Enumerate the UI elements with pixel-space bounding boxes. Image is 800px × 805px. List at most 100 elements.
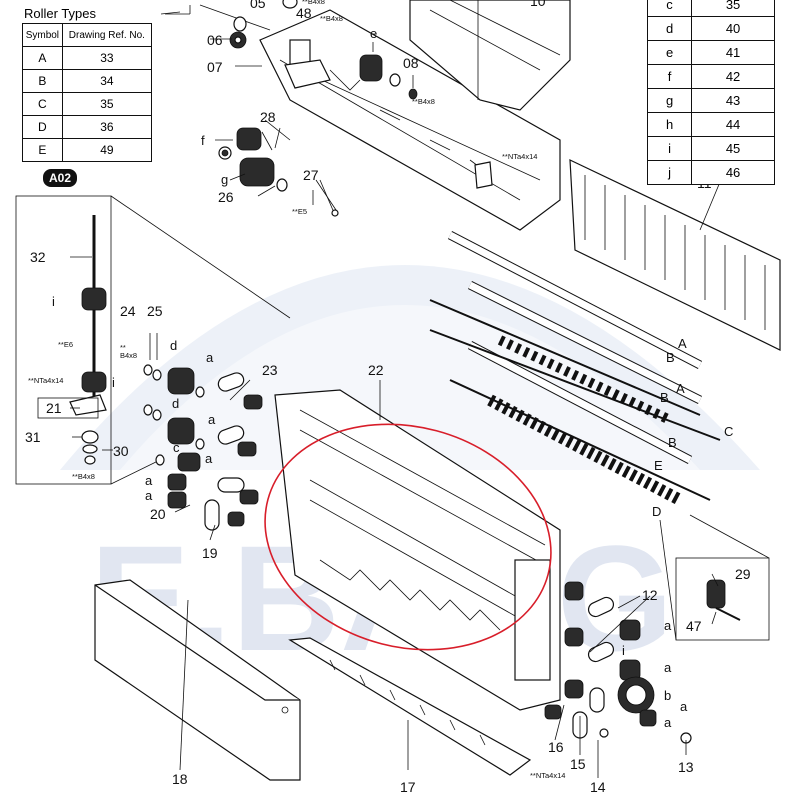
note-nta-top: **NTa4x14 — [502, 152, 537, 161]
cell: C — [22, 92, 63, 116]
roller-A-1: A — [678, 336, 687, 351]
cell: 34 — [61, 69, 153, 93]
label-21: 21 — [46, 400, 62, 416]
letter-g: g — [221, 172, 228, 187]
leader-lines — [70, 0, 721, 778]
roller-table-title: Roller Types — [24, 6, 97, 21]
upper-frame-assembly — [259, 9, 561, 231]
roller-C: C — [724, 424, 733, 439]
letter-b: b — [664, 688, 671, 703]
label-29: 29 — [735, 566, 751, 582]
lower-guide-17 — [288, 637, 532, 776]
letter-a-r3: a — [680, 699, 688, 714]
roller-B-1: B — [666, 350, 675, 365]
note-b4x8-inset: **B4x8 — [72, 472, 95, 481]
note-e5: **E5 — [292, 207, 307, 216]
cell: c — [646, 0, 693, 17]
letter-a-4: a — [145, 473, 153, 488]
upper-guide-10 — [409, 0, 571, 111]
label-32: 32 — [30, 249, 46, 265]
cell: h — [646, 112, 693, 137]
label-28: 28 — [260, 109, 276, 125]
right-gear-cluster — [544, 581, 692, 744]
label-12: 12 — [642, 587, 658, 603]
comb-guide-11 — [569, 159, 781, 351]
cell: D — [22, 115, 63, 139]
main-frame-22 — [264, 389, 561, 711]
cell: e — [646, 40, 693, 65]
letter-a-r1: a — [664, 618, 672, 633]
inset-badge-a02: A02 — [43, 169, 78, 187]
label-48: 48 — [296, 5, 312, 21]
side-panel-18 — [94, 579, 301, 781]
cell: g — [646, 88, 693, 113]
a02-inset — [15, 195, 291, 485]
cell: 41 — [691, 40, 775, 65]
label-27: 27 — [303, 167, 319, 183]
letter-a-1: a — [206, 350, 214, 365]
label-18: 18 — [172, 771, 188, 787]
cell: i — [646, 136, 693, 161]
label-14: 14 — [590, 779, 606, 795]
note-b4x8-08: **B4x8 — [412, 97, 435, 106]
letter-i-upper: i — [52, 294, 55, 309]
cell: 45 — [691, 136, 775, 161]
note-e6: **E6 — [58, 340, 73, 349]
cell: f — [646, 64, 693, 89]
label-05: 05 — [250, 0, 266, 11]
cell: 46 — [691, 160, 775, 185]
label-07: 07 — [207, 59, 223, 75]
roller-E: E — [654, 458, 663, 473]
label-13: 13 — [678, 759, 694, 775]
label-17: 17 — [400, 779, 416, 795]
cell: 35 — [691, 0, 775, 17]
label-23: 23 — [262, 362, 278, 378]
note-b4x8-top2: **B4x8 — [320, 14, 343, 23]
letter-a-r2: a — [664, 660, 672, 675]
label-19: 19 — [202, 545, 218, 561]
cell: 44 — [691, 112, 775, 137]
left-gear-cluster — [143, 364, 263, 531]
cell: 33 — [61, 46, 153, 70]
roller-A-2: A — [676, 381, 685, 396]
cell: 40 — [691, 16, 775, 41]
roller-B-2: B — [660, 390, 669, 405]
letter-a-3: a — [205, 451, 213, 466]
label-31: 31 — [25, 429, 41, 445]
label-47: 47 — [686, 618, 702, 634]
cell: 35 — [61, 92, 153, 116]
cell: 43 — [691, 88, 775, 113]
label-26: 26 — [218, 189, 234, 205]
label-16: 16 — [548, 739, 564, 755]
label-25: 25 — [147, 303, 163, 319]
screw-notes: **B4x8 **B4x8 **B4x8 **NTa4x14 **E5 **E6… — [28, 0, 565, 780]
letter-i-right: i — [622, 643, 625, 658]
cell: E — [22, 138, 63, 162]
roller-D: D — [652, 504, 661, 519]
inset-29 — [659, 514, 770, 641]
letter-a-2: a — [208, 412, 216, 427]
roller-table-header-symbol: Symbol — [22, 23, 63, 47]
gear-letters: e f g i i d a d a c a a a a a b a a i A … — [52, 26, 733, 730]
cell: A — [22, 46, 63, 70]
cell: d — [646, 16, 693, 41]
roller-B-3: B — [668, 435, 677, 450]
roller-table-header-ref: Drawing Ref. No. — [61, 23, 153, 47]
label-30: 30 — [113, 443, 129, 459]
note-nta-bottom: **NTa4x14 — [530, 771, 565, 780]
label-24: 24 — [120, 303, 136, 319]
